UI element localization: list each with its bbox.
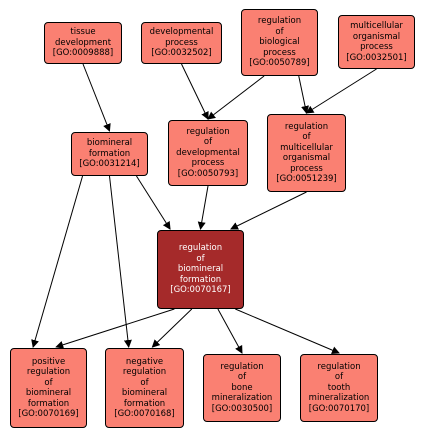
node-label-line: regulation (186, 126, 230, 137)
node-label-line: biomineral (121, 388, 168, 398)
node-label-line: [GO:0030500] (211, 403, 273, 414)
edge-biomineral-formation-to-negative-regulation-of-biomineral-formation (109, 175, 132, 348)
node-label-line: mineralization (211, 393, 273, 404)
edge-regulation-of-biomineral-formation-to-regulation-of-tooth-mineralization (235, 308, 340, 354)
node-label-line: organismal (352, 31, 401, 42)
node-label-line: tooth (327, 382, 351, 393)
node-label-line: [GO:0009888] (52, 48, 114, 59)
node-label-line: regulation (26, 367, 71, 377)
edge-regulation-of-developmental-process-to-regulation-of-biomineral-formation (197, 185, 209, 230)
node-label-line: bone (231, 382, 253, 393)
node-label-line: formation (123, 398, 166, 409)
node-label-line: of (203, 137, 213, 148)
node-label-line: biomineral (86, 138, 133, 149)
node-label-line: developmental (176, 147, 240, 158)
node-label-line: regulation (220, 361, 264, 372)
edge-developmental-process-to-regulation-of-developmental-process (181, 63, 209, 120)
node-label-line: negative (125, 356, 164, 367)
node-label-line: process (263, 47, 296, 58)
node-label-line: biological (259, 37, 300, 48)
node-label-line: regulation (284, 121, 329, 132)
edge-biomineral-formation-to-regulation-of-biomineral-formation (136, 175, 171, 230)
node-label-line: formation (88, 148, 131, 159)
node-label-line: tissue (70, 27, 96, 38)
node-label-line: [GO:0070167] (170, 285, 231, 296)
node-label-line: biomineral (177, 264, 224, 275)
edge-regulation-of-biomineral-formation-to-negative-regulation-of-biomineral-formation (151, 308, 193, 348)
node-label-line: [GO:0051239] (276, 174, 337, 184)
node-label-line: biomineral (25, 388, 72, 398)
node-label-line: process (290, 163, 323, 174)
edge-regulation-of-biomineral-formation-to-positive-regulation-of-biomineral-formation (55, 308, 175, 349)
node-label-line: of (302, 132, 311, 142)
edge-regulation-of-multicellular-organismal-process-to-regulation-of-biomineral-formation (230, 191, 307, 230)
node-label-line: positive (31, 356, 66, 367)
node-label-line: [GO:0050789] (249, 58, 310, 69)
node-label-line: multicellular (280, 142, 333, 153)
node-label-line: of (196, 253, 205, 264)
node-label-line: [GO:0070170] (308, 403, 370, 414)
node-label-line: [GO:0032501] (346, 52, 407, 63)
node-label-line: of (237, 372, 247, 383)
node-label-line: process (165, 37, 198, 48)
edge-tissue-development-to-biomineral-formation (82, 63, 111, 132)
edge-regulation-of-biological-process-to-regulation-of-developmental-process (207, 75, 265, 120)
node-label-line: process (360, 42, 393, 52)
edge-biomineral-formation-to-positive-regulation-of-biomineral-formation (31, 175, 84, 348)
node-label-line: [GO:0031214] (79, 159, 140, 170)
node-label-line: mineralization (308, 393, 370, 404)
node-label-line: formation (27, 398, 70, 409)
node-label-line: regulation (257, 16, 302, 27)
node-label-line: regulation (122, 367, 167, 377)
node-label-line: developmental (149, 27, 214, 38)
edge-regulation-of-biomineral-formation-to-regulation-of-bone-mineralization (217, 308, 243, 354)
node-label-line: organismal (282, 153, 331, 163)
node-label-line: of (275, 26, 284, 37)
edge-multicellular-organismal-process-to-regulation-of-multicellular-organismal-process (305, 68, 377, 114)
node-label-line: regulation (178, 243, 223, 254)
node-label-line: formation (179, 274, 222, 285)
node-label-line: of (140, 377, 149, 388)
node-label-line: process (191, 158, 225, 169)
node-label-line: [GO:0032502] (151, 48, 212, 59)
node-label-line: development (54, 37, 112, 48)
node-label-line: of (44, 377, 53, 388)
node-label-line: [GO:0050793] (177, 168, 239, 179)
node-label-line: [GO:0070168] (114, 409, 175, 419)
edge-regulation-of-biological-process-to-regulation-of-multicellular-organismal-process (298, 75, 309, 114)
node-label-line: of (334, 372, 344, 383)
node-label-line: multicellular (350, 21, 403, 31)
node-label-line: regulation (317, 361, 361, 372)
node-label-line: [GO:0070169] (18, 409, 79, 419)
